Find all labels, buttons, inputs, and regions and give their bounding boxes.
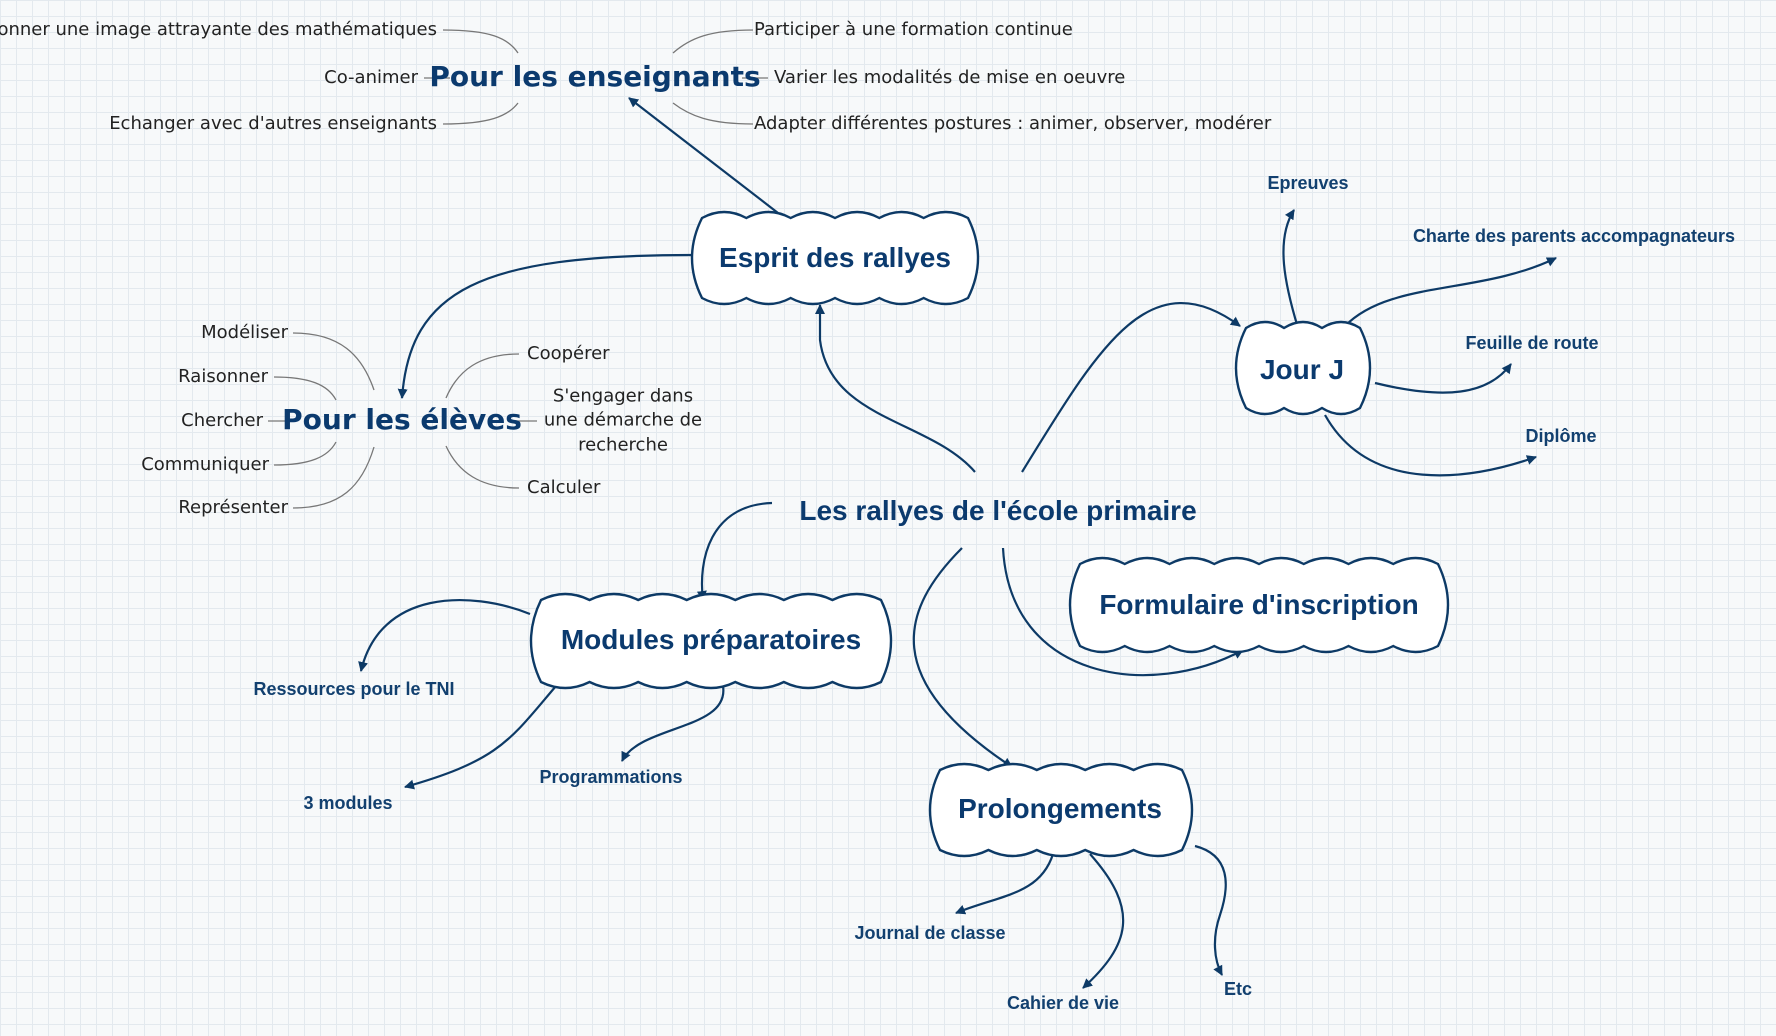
node-pour-les-enseignants[interactable]: Pour les enseignants <box>429 60 761 93</box>
arrow-esprit-enseignants <box>628 97 779 214</box>
arrow-jourj-charte <box>1344 257 1557 327</box>
jourj-item-feuille-de-route[interactable]: Feuille de route <box>1465 333 1599 353</box>
arrow-center-jourj <box>1021 302 1241 473</box>
central-topic[interactable]: Les rallyes de l'école primaire <box>799 495 1197 526</box>
enseignants-right-item: Varier les modalités de mise en oeuvre <box>774 67 1126 88</box>
connector-calculer <box>445 445 520 489</box>
arrow-esprit-eleves <box>397 253 693 399</box>
connector-echanger <box>442 102 519 125</box>
eleves-left-item: Communiquer <box>141 454 269 475</box>
arrow-center-formulaire <box>1001 547 1244 677</box>
connector-communiquer <box>273 441 337 466</box>
arrow-jourj-feuille <box>1374 363 1512 394</box>
cloud-jourj <box>1234 320 1372 416</box>
enseignants-left-item: Co-animer <box>324 67 418 88</box>
node-formulaire-inscription[interactable]: Formulaire d'inscription <box>1099 589 1419 620</box>
prolongements-item-journal[interactable]: Journal de classe <box>854 923 1006 943</box>
eleves-right-item: Coopérer <box>527 343 610 364</box>
eleves-left-item: Modéliser <box>201 322 288 343</box>
arrow-center-esprit <box>815 304 976 473</box>
node-prolongements[interactable]: Prolongements <box>958 793 1162 824</box>
cloud-prolongements <box>928 762 1194 858</box>
eleves-connectors <box>268 332 537 509</box>
node-jour-j[interactable]: Jour J <box>1259 354 1345 385</box>
arrow-prolongements-cahier <box>1082 853 1125 989</box>
arrow-center-prolongements <box>912 547 1013 768</box>
eleves-left-item: Chercher <box>181 410 263 431</box>
modules-item-programmations[interactable]: Programmations <box>539 767 683 787</box>
cloud-nodes <box>529 210 1450 858</box>
enseignants-left-item: Echanger avec d'autres enseignants <box>109 113 437 134</box>
enseignants-connectors <box>424 29 768 125</box>
connector-donner <box>442 29 519 54</box>
connector-modeliser <box>292 332 375 391</box>
arrow-prolongements-journal <box>955 853 1055 915</box>
cloud-formulaire <box>1068 556 1450 654</box>
jourj-item-diplome[interactable]: Diplôme <box>1525 426 1597 446</box>
jourj-item-charte[interactable]: Charte des parents accompagnateurs <box>1412 226 1736 246</box>
jourj-item-epreuves[interactable]: Epreuves <box>1267 173 1349 193</box>
modules-item-3-modules[interactable]: 3 modules <box>303 793 393 813</box>
node-pour-les-eleves[interactable]: Pour les élèves <box>282 403 522 436</box>
modules-item-ressources-tni[interactable]: Ressources pour le TNI <box>253 679 455 699</box>
enseignants-right-item: Adapter différentes postures : animer, o… <box>754 113 1272 134</box>
connector-representer <box>292 446 375 509</box>
main-arrows <box>358 97 1557 989</box>
arrow-jourj-diplome <box>1324 414 1537 477</box>
node-modules-preparatoires[interactable]: Modules préparatoires <box>560 624 862 655</box>
arrow-modules-ressources <box>358 599 531 672</box>
eleves-left-item: Représenter <box>178 497 288 518</box>
connector-raisonner <box>273 376 337 401</box>
connector-participer <box>672 29 754 54</box>
eleves-right-item: Calculer <box>527 477 601 498</box>
arrow-modules-programmations <box>621 685 725 762</box>
arrow-jourj-epreuves <box>1282 209 1300 329</box>
cloud-modules <box>529 592 893 690</box>
arrow-center-modules <box>696 501 773 601</box>
cloud-esprit <box>690 210 980 306</box>
arrow-prolongements-etc <box>1194 844 1227 976</box>
connector-cooperer <box>445 353 520 399</box>
eleves-right-item: S'engager dans une démarche de recherche <box>543 385 703 456</box>
prolongements-item-cahier[interactable]: Cahier de vie <box>1006 993 1120 1013</box>
arrow-modules-3modules <box>404 685 557 790</box>
connector-adapter <box>672 102 754 125</box>
eleves-left-item: Raisonner <box>178 366 268 387</box>
node-esprit-des-rallyes[interactable]: Esprit des rallyes <box>719 242 951 273</box>
enseignants-left-item: Donner une image attrayante des mathémat… <box>0 19 437 40</box>
prolongements-item-etc[interactable]: Etc <box>1223 979 1253 999</box>
enseignants-right-item: Participer à une formation continue <box>754 19 1073 40</box>
